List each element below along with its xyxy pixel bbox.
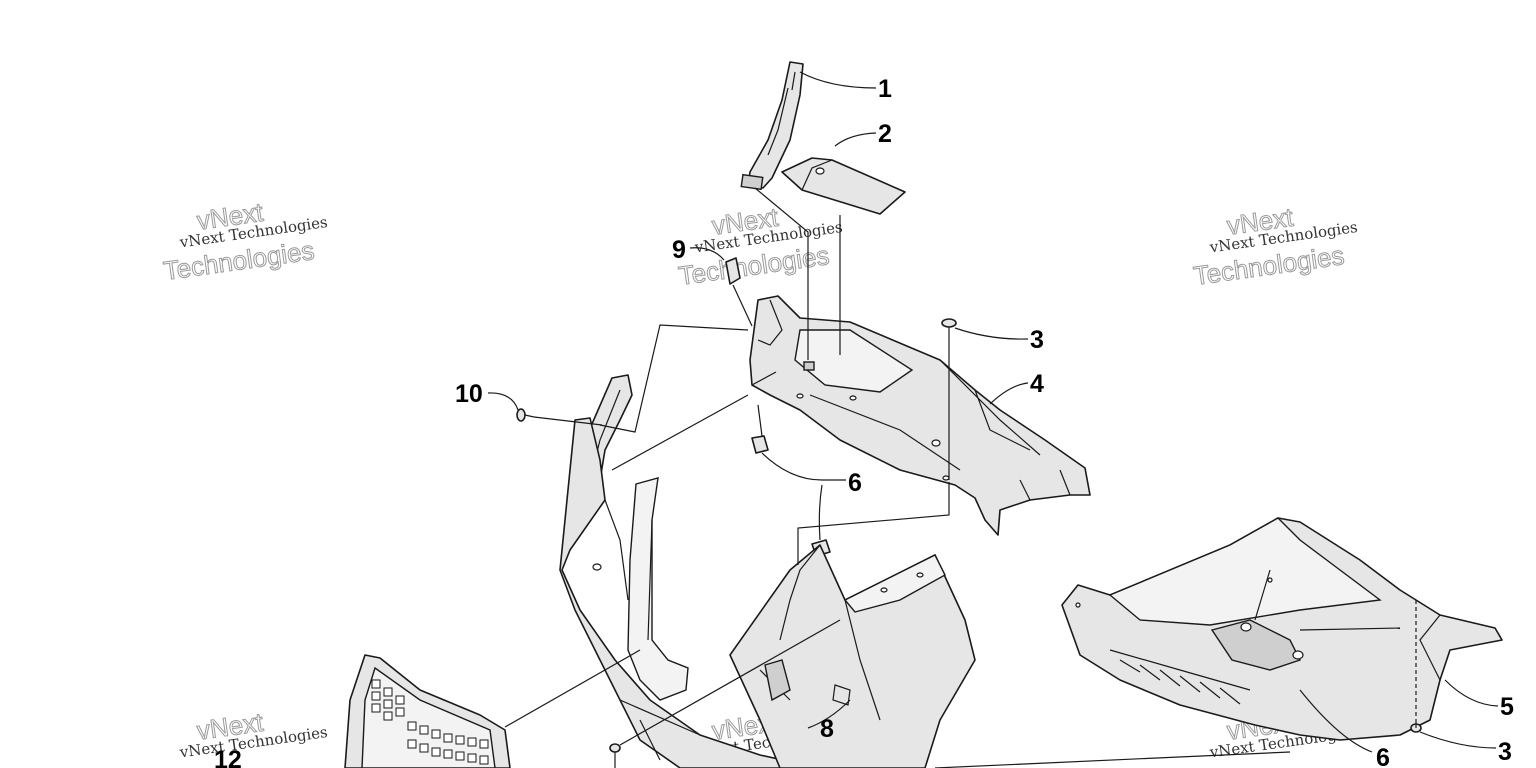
part-12-grille [344, 654, 511, 768]
callout-6-right: 6 [1376, 744, 1390, 768]
callout-3-top: 3 [1030, 326, 1044, 354]
callout-9: 9 [672, 236, 686, 264]
callout-12: 12 [214, 746, 242, 768]
part-3-screw-bottom [1410, 720, 1422, 733]
callout-6-center: 6 [848, 469, 862, 497]
part-9-clip [725, 257, 741, 285]
leader-lines [487, 71, 1499, 768]
watermark-top-left: vNext vNext Technologies Technologies [161, 196, 329, 286]
callout-3-bottom: 3 [1498, 738, 1512, 766]
part-10-rivet [516, 408, 535, 422]
watermark-top-right: vNext vNext Technologies Technologies [1191, 201, 1359, 291]
callout-1: 1 [878, 75, 892, 103]
part-5-skid-plate [1061, 517, 1503, 741]
callout-5: 5 [1500, 693, 1514, 721]
callout-labels: 1 2 9 3 4 10 6 8 5 3 6 12 [214, 75, 1514, 768]
grille-mesh [371, 679, 489, 765]
callout-2: 2 [878, 120, 892, 148]
watermark-top-center: vNext vNext Technologies Technologies [676, 201, 844, 291]
main-hood [559, 417, 821, 768]
watermark-bottom-left: vNext vNext Technologies [178, 706, 329, 761]
part-1-strap [740, 61, 804, 191]
part-6-clip-a [751, 435, 769, 454]
center-front-fender [729, 544, 976, 768]
part-8-screw [609, 743, 621, 768]
part-2-pad [781, 157, 906, 215]
callout-8: 8 [820, 715, 834, 743]
callout-4: 4 [1030, 370, 1044, 398]
part-4-dash-panel [749, 295, 1091, 536]
part-3-screw-top [941, 318, 957, 336]
callout-10: 10 [455, 380, 483, 408]
